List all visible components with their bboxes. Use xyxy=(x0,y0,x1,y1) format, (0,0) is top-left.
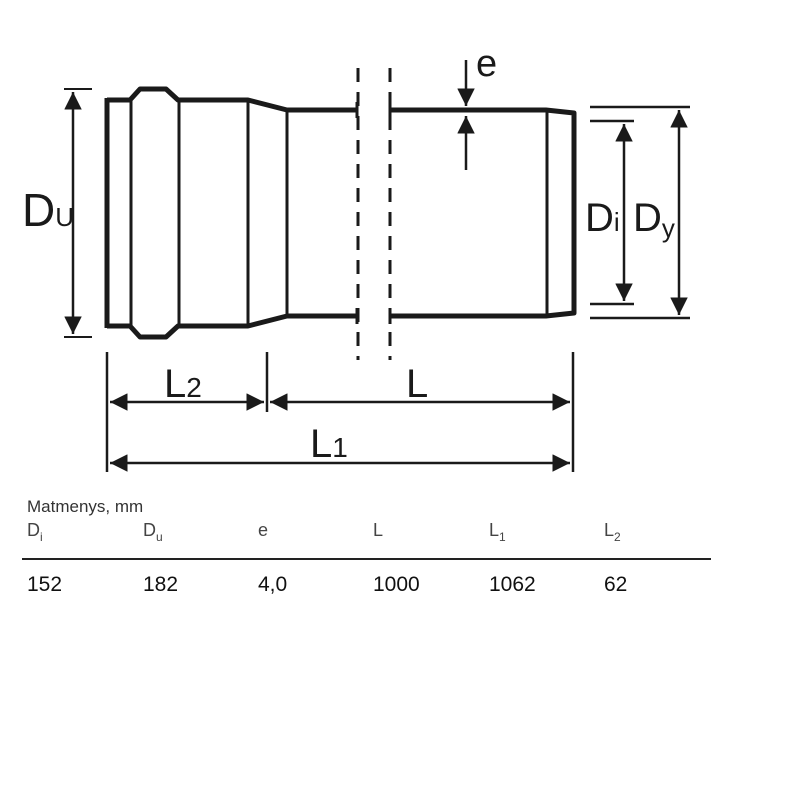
break-lines xyxy=(356,68,392,360)
du-label: DU xyxy=(22,184,74,236)
length-dimensions xyxy=(105,352,575,472)
header-l1: L1 xyxy=(489,520,506,544)
header-l2: L2 xyxy=(604,520,621,544)
header-du: Du xyxy=(143,520,163,544)
du-dimension xyxy=(64,88,92,338)
di-dy-dimension xyxy=(590,105,690,320)
value-du: 182 xyxy=(143,573,179,596)
table-divider xyxy=(22,558,711,560)
pipe-outline xyxy=(104,86,577,340)
value-e: 4,0 xyxy=(258,573,288,596)
header-di: Di xyxy=(27,520,43,544)
header-e: e xyxy=(258,520,269,540)
pipe-dimension-drawing: DU e Di Dy L2 L L1 xyxy=(22,43,690,472)
dy-label: Dy xyxy=(633,196,675,243)
e-label: e xyxy=(476,43,497,85)
l-label: L xyxy=(406,362,428,406)
di-label: Di xyxy=(585,196,620,240)
spigot-outline xyxy=(390,107,577,319)
value-di: 152 xyxy=(27,573,63,596)
l2-label: L2 xyxy=(164,362,202,406)
value-l2: 62 xyxy=(604,573,628,596)
l1-label: L1 xyxy=(310,422,348,466)
value-l1: 1062 xyxy=(489,573,536,596)
value-l: 1000 xyxy=(373,573,420,596)
header-l: L xyxy=(373,520,384,540)
table-title: Matmenys, mm xyxy=(27,497,144,516)
socket-outline xyxy=(107,86,357,113)
